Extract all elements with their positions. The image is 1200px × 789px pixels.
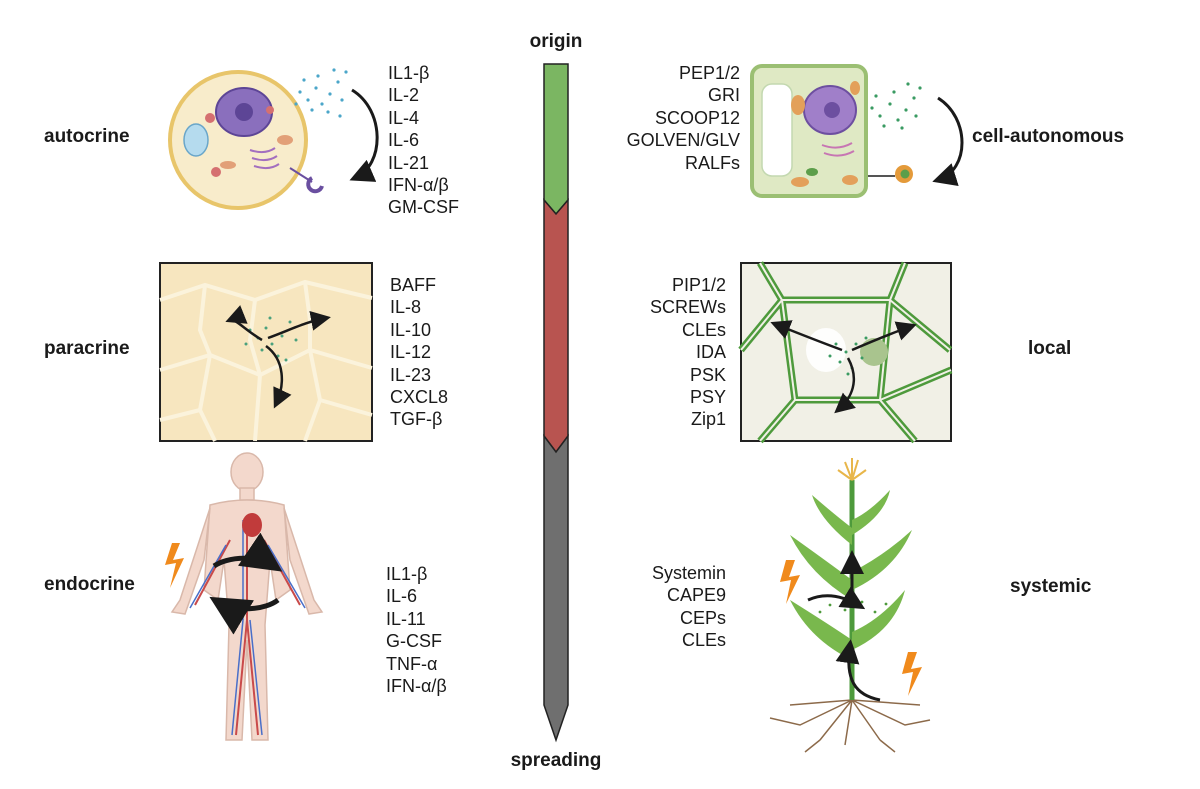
- list-item: PSK: [689, 364, 726, 385]
- list-item: CLEs: [681, 630, 726, 651]
- label-autocrine: autocrine: [44, 126, 130, 147]
- list-item: GM-CSF: [388, 197, 459, 218]
- local-tissue-illustration: [738, 261, 953, 444]
- autocrine-signal: [289, 68, 379, 194]
- list-item: BAFF: [390, 275, 437, 295]
- list-item: CEPs: [679, 607, 726, 628]
- label-paracrine: paracrine: [44, 338, 130, 359]
- list-item: IL-10: [390, 319, 432, 340]
- bar-segment-green: [543, 63, 569, 216]
- plant-cell-illustration: [750, 64, 868, 198]
- label-cell-autonomous: cell-autonomous: [972, 126, 1125, 147]
- local-list: PIP1/2 SCREWs CLEs IDA PSK PSY Zip1: [600, 274, 726, 431]
- list-item: IL-21: [388, 152, 430, 173]
- list-item: CLEs: [681, 319, 726, 340]
- human-body-illustration: [165, 452, 324, 741]
- label-systemic: systemic: [1010, 576, 1092, 597]
- list-item: IL-8: [390, 297, 422, 318]
- systemic-list: Systemin CAPE9 CEPs CLEs: [600, 562, 726, 652]
- list-item: CAPE9: [666, 585, 726, 606]
- animal-cell-illustration: [168, 70, 308, 210]
- plant-illustration: [769, 458, 931, 753]
- bar-segment-red: [543, 197, 569, 454]
- axis-bottom-label: spreading: [510, 750, 602, 771]
- list-item: PIP1/2: [671, 275, 726, 295]
- paracrine-list: BAFF IL-8 IL-10 IL-12 IL-23 CXCL8 TGF-β: [390, 274, 448, 431]
- paracrine-tissue-illustration: [159, 262, 373, 442]
- list-item: GRI: [707, 85, 740, 106]
- list-item: IL-2: [388, 85, 420, 106]
- cell-autonomous-list: PEP1/2 GRI SCOOP12 GOLVEN/GLV RALFs: [590, 62, 740, 174]
- list-item: IL-6: [388, 130, 420, 151]
- list-item: G-CSF: [386, 631, 442, 652]
- list-item: IL-4: [388, 107, 420, 128]
- list-item: IFN-α/β: [388, 175, 449, 196]
- cell-autonomous-signal: [868, 82, 964, 187]
- label-endocrine: endocrine: [44, 574, 135, 595]
- list-item: SCOOP12: [654, 107, 740, 128]
- list-item: IDA: [695, 342, 726, 363]
- list-item: IL-11: [386, 608, 426, 629]
- list-item: TNF-α: [386, 653, 438, 674]
- list-item: TGF-β: [390, 409, 443, 430]
- list-item: IL1-β: [388, 63, 430, 83]
- label-local: local: [1028, 338, 1072, 359]
- list-item: GOLVEN/GLV: [626, 130, 740, 151]
- list-item: IL1-β: [386, 564, 428, 584]
- list-item: RALFs: [684, 152, 740, 173]
- list-item: SCREWs: [650, 297, 726, 318]
- list-item: PEP1/2: [678, 63, 740, 83]
- list-item: Zip1: [690, 409, 726, 430]
- axis-top-label: origin: [529, 31, 583, 52]
- autocrine-list: IL1-β IL-2 IL-4 IL-6 IL-21 IFN-α/β GM-CS…: [388, 62, 459, 219]
- list-item: Systemin: [651, 563, 726, 583]
- bar-segment-gray: [543, 433, 569, 743]
- list-item: IFN-α/β: [386, 676, 447, 697]
- spreading-bar: [543, 63, 569, 743]
- list-item: IL-12: [390, 342, 432, 363]
- endocrine-list: IL1-β IL-6 IL-11 G-CSF TNF-α IFN-α/β: [386, 563, 447, 697]
- list-item: PSY: [689, 387, 726, 408]
- list-item: CXCL8: [390, 387, 449, 408]
- list-item: IL-6: [386, 586, 418, 607]
- list-item: IL-23: [390, 364, 432, 385]
